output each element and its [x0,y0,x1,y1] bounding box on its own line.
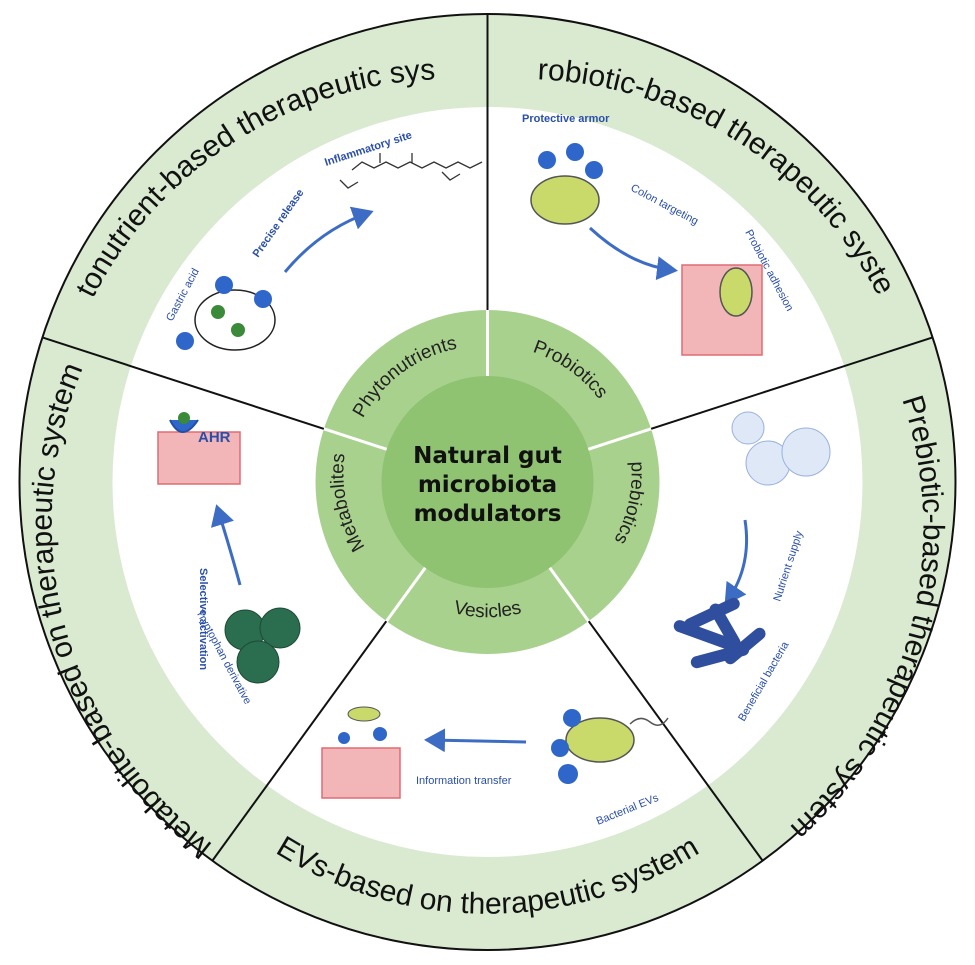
protective-particle [585,161,603,179]
center-title-line3: modulators [414,501,562,527]
ahr-receptor-icon [169,419,199,433]
center-circle [381,376,594,588]
center-title-line1: Natural gut [413,443,562,469]
metabolite-panel: AHR Selective activation Tryptophan deri… [157,412,301,706]
information-transfer-arrow [424,728,527,753]
carrier-particle [176,332,194,350]
ev-particle [558,764,578,784]
carrier-particle [231,323,245,337]
beneficial-bacteria-illustration [673,597,766,669]
nutrient-supply-arrow [724,519,749,605]
inner-dividers [323,310,652,623]
label-ahr: AHR [198,429,231,446]
ev-particle [338,732,350,744]
sector-dividers [42,14,933,862]
selective-activation-arrow [210,504,242,586]
precise-release-arrow [283,206,374,273]
ev-particle [373,727,387,741]
adhered-probiotic-illustration [719,267,753,317]
label-protective-armor: Protective armor [522,113,610,125]
carrier-particle [211,305,225,319]
probiotic-panel: Protective armor Colon targeting Probiot… [522,113,795,356]
armored-probiotic-illustration [530,175,600,225]
ev-particle [551,739,569,757]
carrier-particle [215,276,233,294]
prebiotic-particle-illustration [731,411,765,445]
ligand-particle [178,412,190,424]
receptor-tissue-illustration [157,431,241,485]
host-tissue-illustration [321,747,401,799]
protective-particle [538,151,556,169]
tryptophan-derivative-illustration [259,607,301,649]
center-title-line2: microbiota [418,472,557,498]
prebiotic-particle-illustration [781,427,831,477]
tryptophan-derivative-illustration [236,640,280,684]
curcumin-structure-icon [339,153,483,189]
label-information-transfer: Information transfer [416,775,512,787]
bacterium-illustration [565,717,635,763]
ev-uptake-illustration [347,706,381,722]
label-selective-activation: Selective activation [197,568,209,670]
ev-particle [563,709,581,727]
flagellum-illustration [629,717,669,726]
carrier-particle [254,290,272,308]
colon-targeting-arrow [588,226,678,281]
protective-particle [566,143,584,161]
nanocarrier-illustration [194,289,276,351]
